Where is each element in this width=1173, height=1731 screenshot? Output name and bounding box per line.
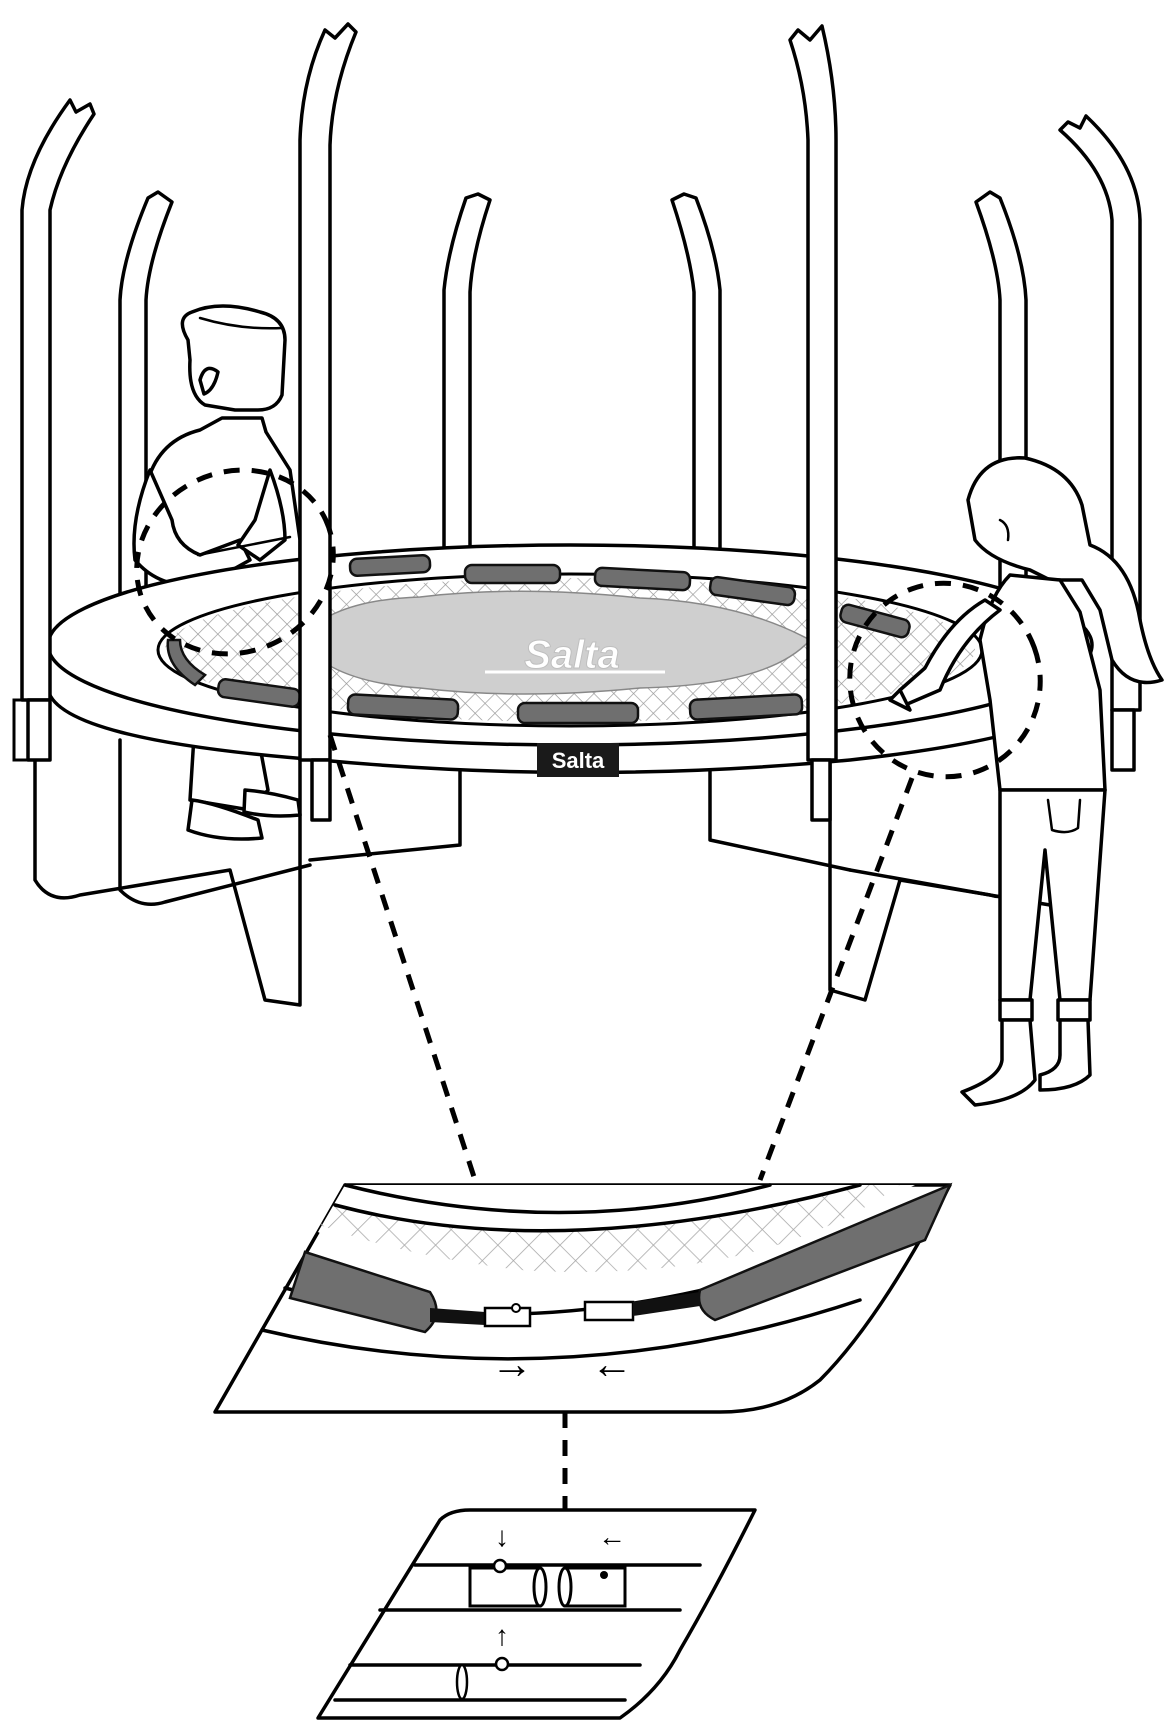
arrow-left-icon: ←	[591, 1340, 633, 1387]
arrow-down-icon: ↓	[495, 1521, 509, 1552]
leader-line-right	[757, 777, 915, 1181]
frame-logo: Salta	[552, 748, 605, 773]
callout-circle-left	[134, 467, 336, 657]
detail-panel-tubes: ↓ ← ↑	[316, 1508, 757, 1720]
mat-logo: Salta	[524, 633, 620, 677]
arrow-up-icon: ↑	[495, 1620, 509, 1651]
arrow-right-icon: →	[491, 1340, 533, 1387]
detail-panel-padding: → ←	[213, 1182, 953, 1414]
foam-padding	[166, 554, 911, 725]
callout-markers	[134, 467, 1043, 1510]
frame-logo-badge	[537, 743, 619, 777]
arrow-left-small-icon: ←	[598, 1521, 626, 1552]
callout-circle-right	[847, 580, 1043, 780]
front-poles	[20, 22, 1142, 822]
leader-line-left	[327, 734, 478, 1181]
girl-figure	[888, 456, 1164, 1107]
